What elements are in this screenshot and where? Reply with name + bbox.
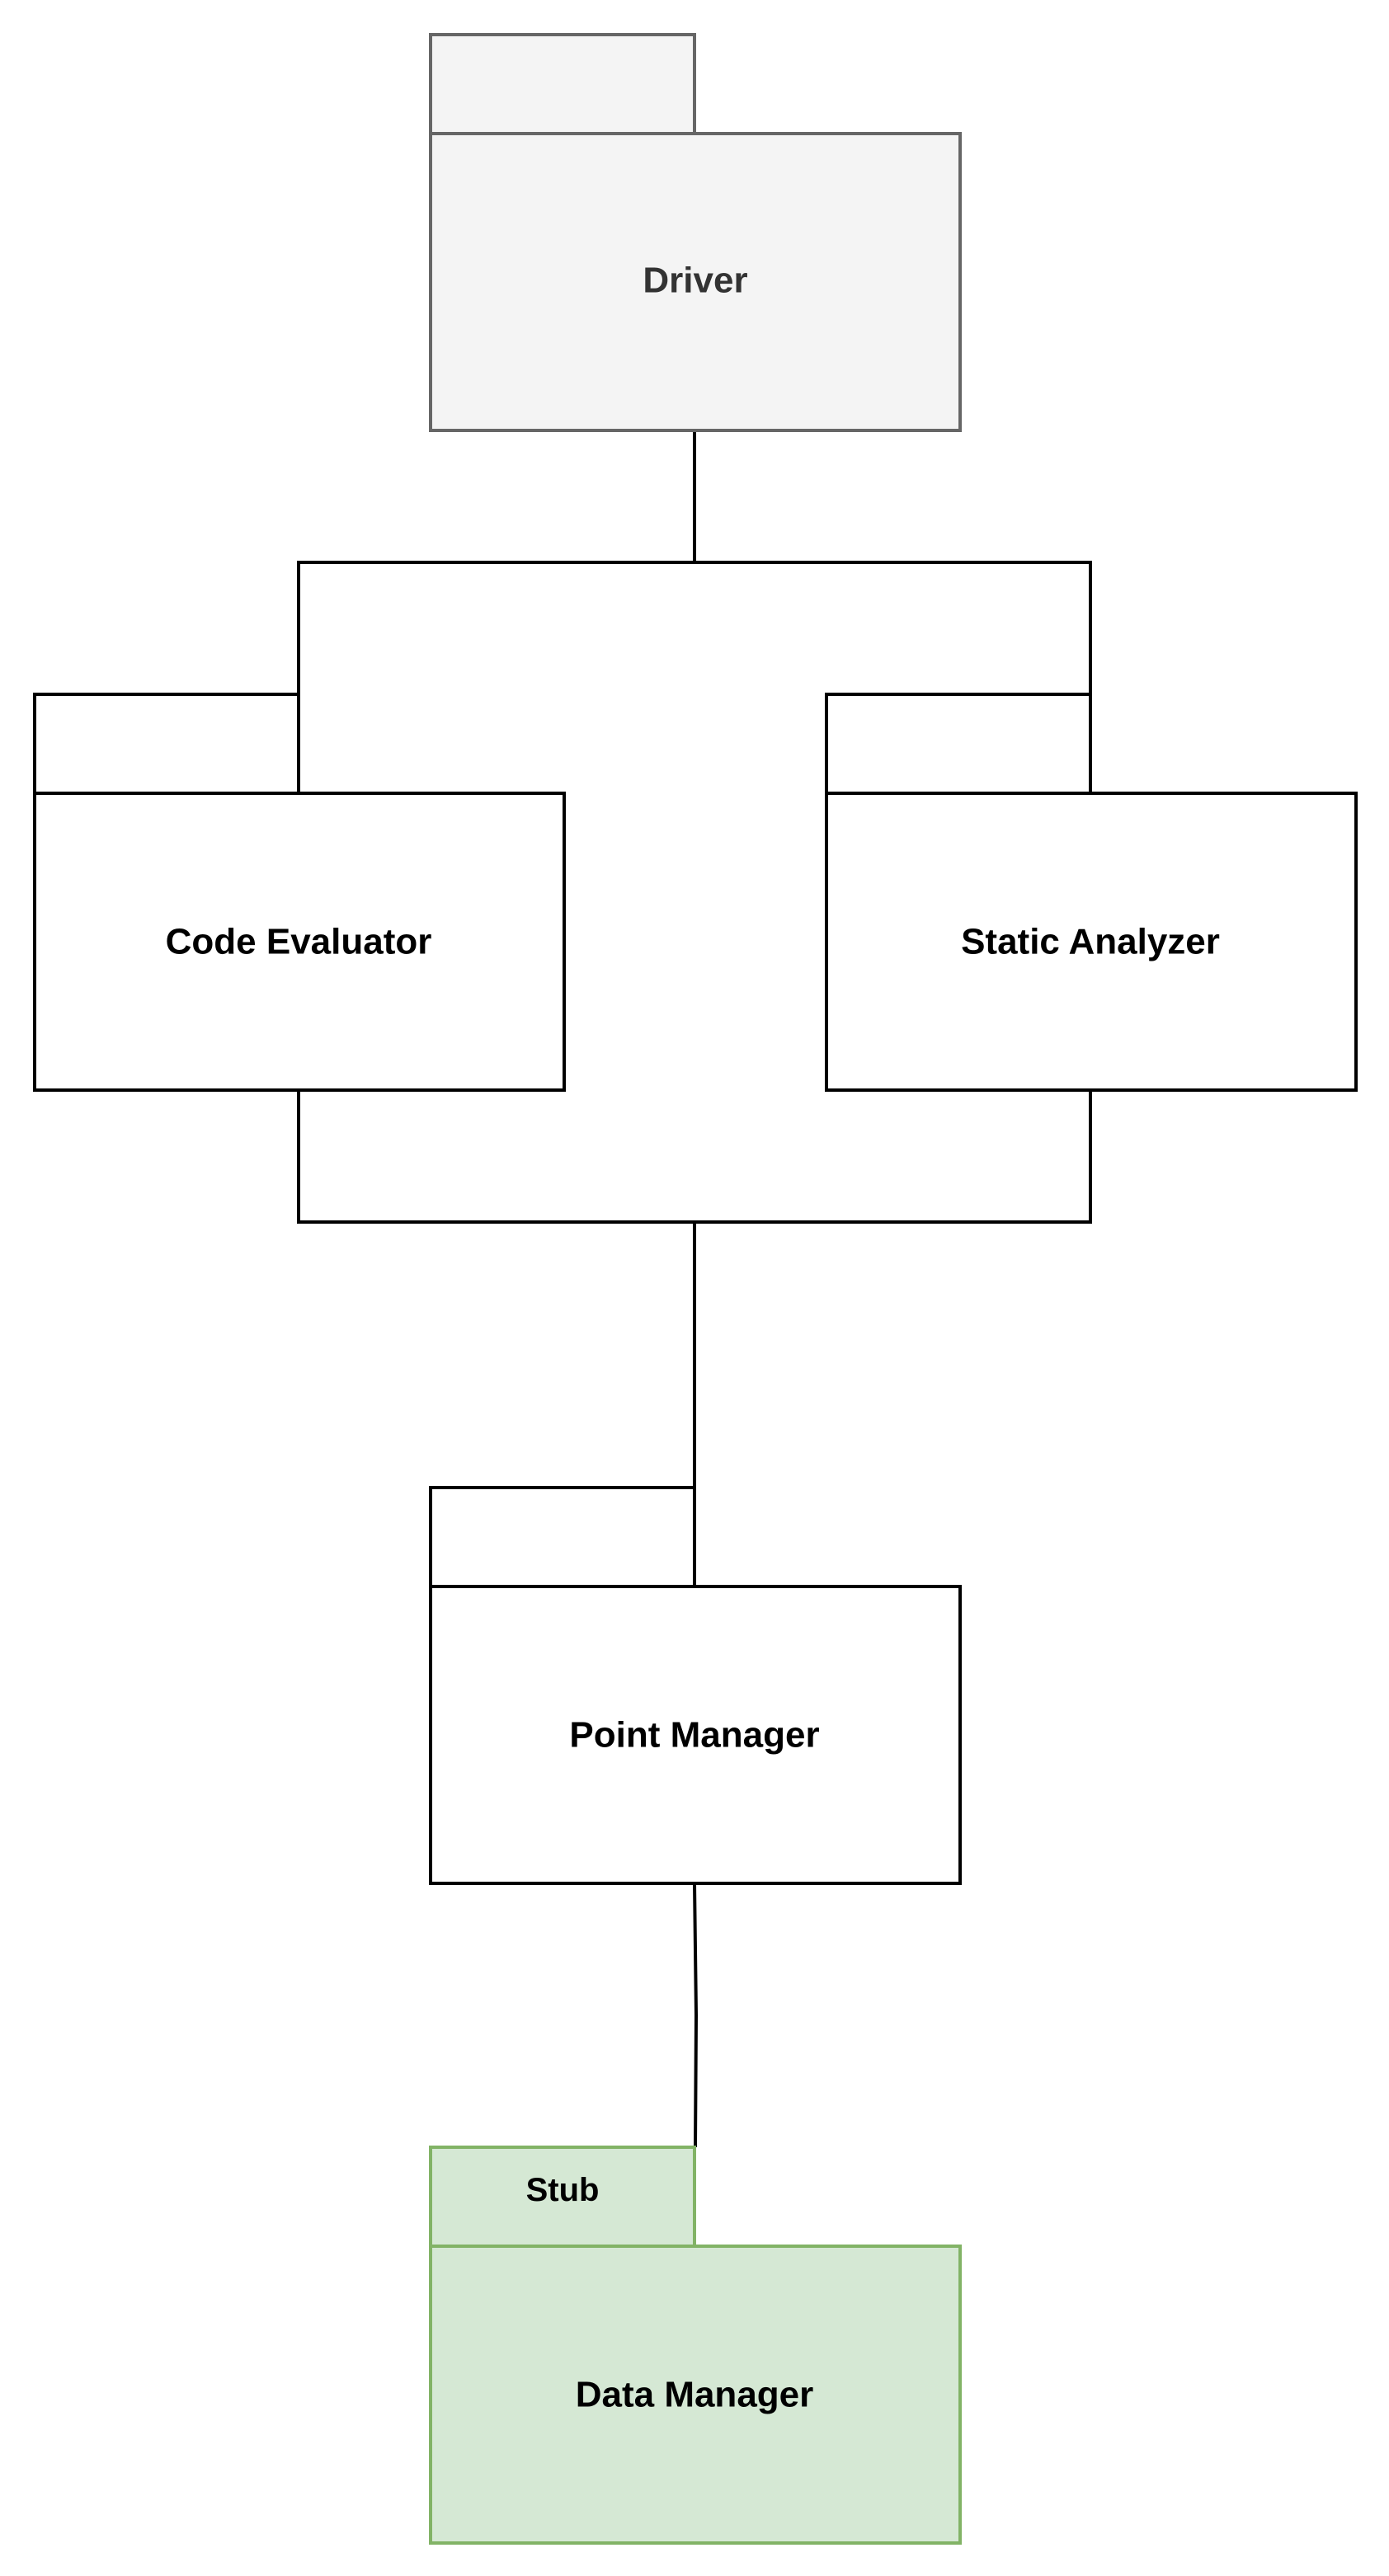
package-static-analyzer-tab bbox=[825, 693, 1092, 795]
package-data-manager-body bbox=[429, 2245, 962, 2545]
package-point-manager-tab bbox=[429, 1486, 696, 1588]
package-data-manager-label: Data Manager bbox=[576, 2375, 814, 2415]
connector-point-manager-to-data-manager bbox=[693, 1883, 699, 2148]
package-data-manager-tab bbox=[429, 2146, 696, 2248]
package-static-analyzer-label: Static Analyzer bbox=[961, 922, 1220, 962]
package-static-analyzer-body bbox=[825, 792, 1358, 1092]
package-code-evaluator-label: Code Evaluator bbox=[166, 922, 432, 962]
package-data-manager[interactable]: Stub Data Manager bbox=[429, 2146, 962, 2545]
connectors bbox=[297, 430, 1092, 2148]
package-data-manager-tab-label: Stub bbox=[526, 2172, 600, 2208]
package-point-manager-label: Point Manager bbox=[569, 1715, 819, 1756]
package-static-analyzer[interactable]: Static Analyzer bbox=[825, 693, 1358, 1092]
package-driver-label: Driver bbox=[643, 261, 747, 301]
package-code-evaluator-body bbox=[33, 792, 566, 1092]
package-code-evaluator[interactable]: Code Evaluator bbox=[33, 693, 566, 1092]
package-driver-tab bbox=[429, 33, 696, 135]
package-driver[interactable]: Driver bbox=[429, 33, 962, 432]
package-point-manager-body bbox=[429, 1585, 962, 1885]
package-point-manager[interactable]: Point Manager bbox=[429, 1486, 962, 1885]
package-code-evaluator-tab bbox=[33, 693, 300, 795]
package-driver-body bbox=[429, 132, 962, 432]
